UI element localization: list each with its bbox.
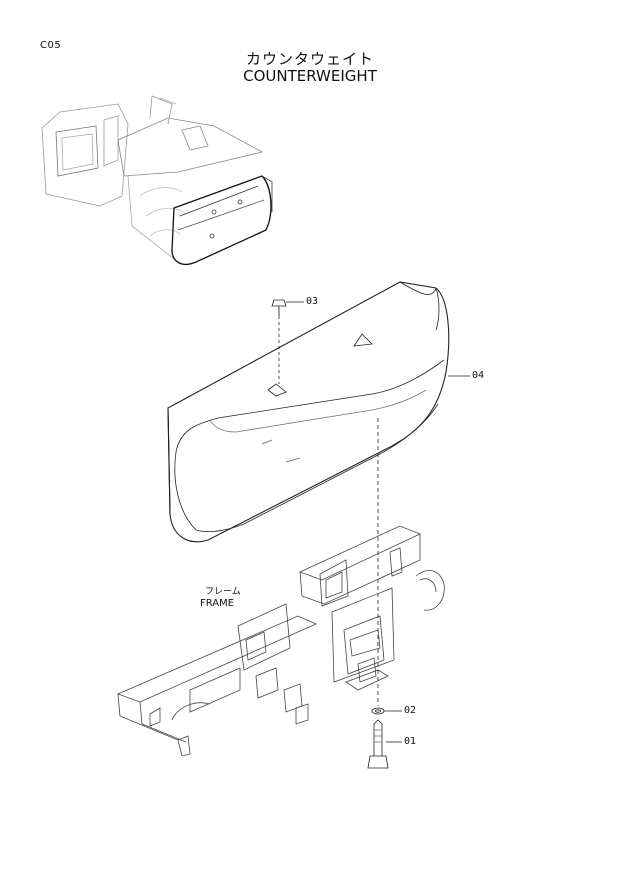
counterweight-drawing [167, 281, 450, 543]
callout-02: 02 [404, 705, 417, 716]
part-03-eyebolt [271, 299, 287, 384]
callout-04: 04 [472, 370, 485, 381]
title-english: COUNTERWEIGHT [243, 67, 377, 85]
frame-label-japanese: フレーム [205, 587, 241, 597]
callout-03: 03 [306, 296, 319, 307]
excavator-overview-illustration [41, 95, 273, 265]
frame-label-english: FRAME [200, 598, 235, 609]
page-code: C05 [40, 40, 62, 51]
part-02-washer [371, 707, 385, 715]
part-01-bolt [367, 719, 389, 769]
title-japanese: カウンタウェイト [245, 50, 374, 68]
frame-drawing [116, 525, 445, 757]
callout-01: 01 [404, 736, 417, 747]
